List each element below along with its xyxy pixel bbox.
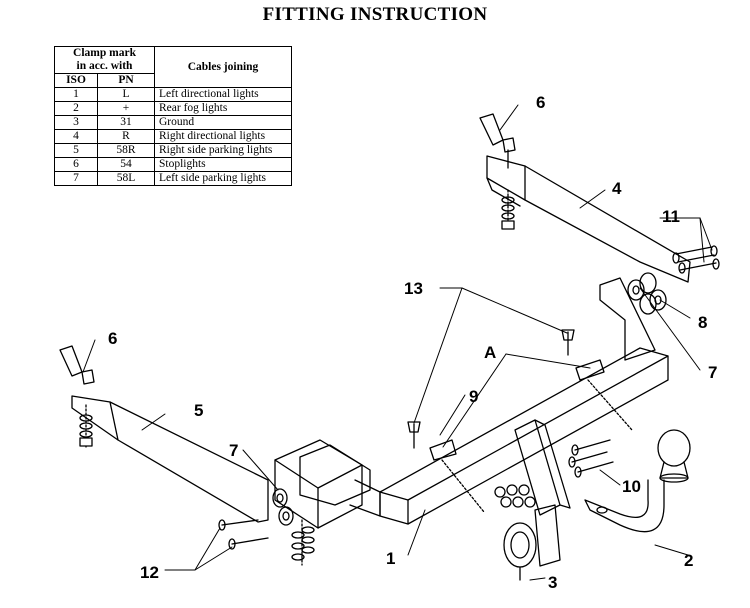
socket-plate bbox=[503, 504, 561, 581]
callout-8: 8 bbox=[698, 313, 707, 332]
legend-desc: Left side parking lights bbox=[154, 171, 292, 186]
callout-11: 11 bbox=[662, 207, 680, 226]
bolts-10 bbox=[568, 439, 614, 478]
left-side-bracket bbox=[59, 345, 269, 523]
callout-5: 5 bbox=[194, 401, 203, 420]
washers-left-crossbar bbox=[291, 519, 315, 566]
pn-header: PN bbox=[97, 73, 155, 88]
spacers-7-8-right bbox=[627, 272, 667, 315]
callout-7-left: 7 bbox=[229, 441, 238, 460]
clamp-mark-header-line1: Clamp mark bbox=[73, 47, 136, 59]
clamp-mark-header-line2: in acc. with bbox=[76, 60, 133, 72]
legend-row: 3 31 Ground bbox=[54, 115, 292, 130]
callout-1: 1 bbox=[386, 549, 395, 568]
ball-mount-bracket bbox=[514, 419, 571, 516]
spacers-7-left bbox=[272, 488, 294, 526]
bolts-11 bbox=[672, 245, 720, 274]
right-bracket-bolt-stack bbox=[501, 189, 515, 230]
legend-subheader-row: ISO PN bbox=[54, 73, 292, 88]
legend-row: 7 58L Left side parking lights bbox=[54, 171, 292, 186]
callout-6-left: 6 bbox=[108, 329, 117, 348]
bolts-13 bbox=[407, 329, 575, 449]
legend-row: 5 58R Right side parking lights bbox=[54, 143, 292, 158]
ball-mount-nuts bbox=[494, 484, 536, 508]
left-bracket-bolt-stack bbox=[79, 404, 93, 449]
legend-desc: Right side parking lights bbox=[154, 143, 292, 158]
callout-12: 12 bbox=[140, 563, 159, 582]
page-title: FITTING INSTRUCTION bbox=[262, 4, 488, 25]
cable-legend-table: Clamp mark in acc. with Cables joining I… bbox=[54, 46, 292, 186]
legend-row: 4 R Right directional lights bbox=[54, 129, 292, 144]
mounting-plates-a bbox=[429, 359, 633, 513]
callout-13: 13 bbox=[404, 279, 423, 298]
bolts-12 bbox=[218, 519, 269, 550]
callout-2: 2 bbox=[684, 551, 693, 570]
tow-ball bbox=[584, 429, 691, 533]
legend-row: 2 + Rear fog lights bbox=[54, 101, 292, 116]
callout-7-right: 7 bbox=[708, 363, 717, 382]
callout-4: 4 bbox=[612, 179, 622, 198]
callout-10: 10 bbox=[622, 477, 641, 496]
callout-6-right: 6 bbox=[536, 93, 545, 112]
leader-lines bbox=[82, 104, 713, 581]
callout-a: A bbox=[484, 343, 496, 362]
right-side-bracket bbox=[479, 113, 691, 283]
clamp-mark-header: Clamp mark in acc. with bbox=[54, 46, 155, 74]
callout-3: 3 bbox=[548, 573, 557, 592]
legend-pn: 58R bbox=[97, 143, 155, 158]
callout-9: 9 bbox=[469, 387, 478, 406]
